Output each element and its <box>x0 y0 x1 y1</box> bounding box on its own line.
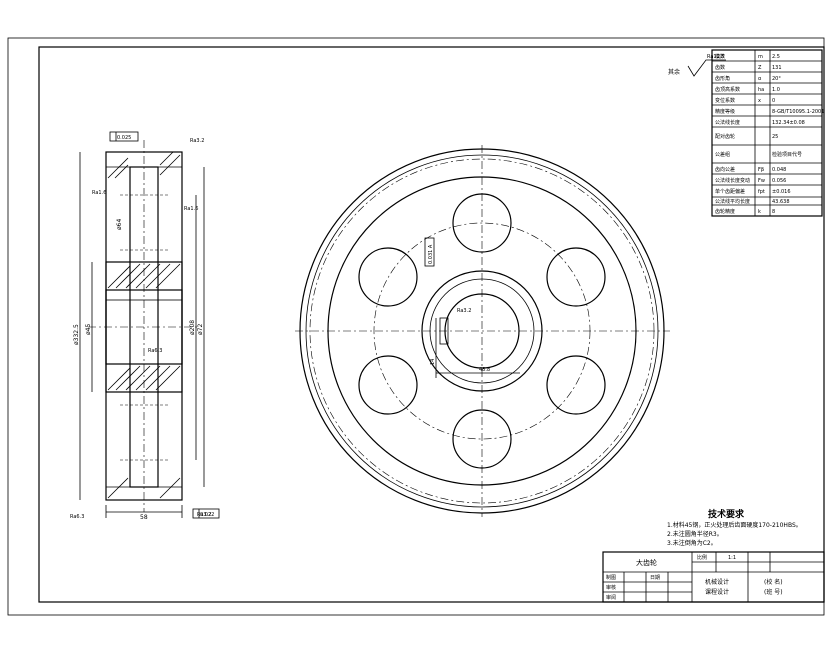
param-row-name: 齿数 <box>715 64 725 71</box>
sheet-inner-border <box>38 46 825 603</box>
param-row-sym: x <box>758 98 761 104</box>
param-row-sym: m <box>758 54 763 60</box>
param-row-sym: fpt <box>758 189 765 195</box>
param-row-val: 检验项目代号 <box>772 151 802 158</box>
ra-side-mid: Ra6.3 <box>148 348 162 354</box>
param-row-name: 模数 <box>715 53 725 60</box>
param-row-sym: k <box>758 209 761 215</box>
param-row-sym: Fw <box>758 178 765 184</box>
title-class: (班 号) <box>764 588 783 596</box>
param-row-name: 精度等级 <box>715 108 735 115</box>
title-checked-label: 审核 <box>606 584 616 591</box>
ra-side-left: Ra1.6 <box>92 190 106 196</box>
notes-title: 技术要求 <box>708 508 745 520</box>
param-row-val: 1.0 <box>772 87 780 93</box>
param-row-name: 公法线平均长度 <box>715 198 750 205</box>
svg-text:0.025: 0.025 <box>117 135 131 141</box>
ra-keyway: Ra3.2 <box>457 308 471 314</box>
param-row-val: 8 <box>772 209 775 215</box>
param-row-name: 配对齿轮 <box>715 133 735 140</box>
param-row-sym: α <box>758 76 762 82</box>
front-view <box>295 145 670 517</box>
param-row-val: 2.5 <box>772 54 780 60</box>
param-row-name: 齿向公差 <box>715 166 735 173</box>
title-course: 机械设计 <box>705 578 729 586</box>
param-row-val: 8-GB/T10095.1-2001 <box>772 109 824 115</box>
title-part-name: 大齿轮 <box>636 558 657 567</box>
dim-hub: ø72 <box>197 324 204 335</box>
dim-keyway: 48.8 <box>479 367 490 373</box>
side-section-view <box>79 140 205 518</box>
title-school: (校 名) <box>764 578 783 586</box>
dim-bore: ø45 <box>85 324 92 335</box>
note-2: 2.未注圆角半径R3。 <box>667 530 723 538</box>
note-3: 3.未注倒角为C2。 <box>667 539 717 547</box>
title-scale-value: 1:1 <box>728 555 736 561</box>
ra-side-right: Ra1.6 <box>184 206 198 212</box>
title-scale-label: 比例 <box>697 554 707 561</box>
svg-text:0.031 A: 0.031 A <box>428 244 434 264</box>
param-row-val: 0 <box>772 98 775 104</box>
roughness-other-label: 其余 <box>668 68 680 76</box>
gear-parameter-table <box>711 49 823 217</box>
param-row-name: 齿轮精度 <box>715 208 735 215</box>
param-row-sym: ha <box>758 87 764 93</box>
title-date-label: 日期 <box>650 575 660 581</box>
dim-hole-circle: ø208 <box>189 320 196 335</box>
note-1: 1.材料45钢，正火处理后齿面硬度170-210HBS。 <box>667 521 802 529</box>
runout-frame-bottom: 0.022 <box>192 508 220 519</box>
param-row-name: 齿顶高系数 <box>715 86 740 93</box>
param-row-val: 25 <box>772 134 778 140</box>
ra-side-top: Ra3.2 <box>190 138 204 144</box>
param-row-sym: Fβ <box>758 167 764 173</box>
ra-side-bottom: Ra6.3 <box>70 514 84 520</box>
param-row-val: 0.056 <box>772 178 786 184</box>
param-row-val: 131 <box>772 65 782 71</box>
ra-side-bottom-right: Ra3.2 <box>197 512 211 518</box>
param-row-name: 公法线长度 <box>715 119 740 126</box>
title-course-sub: 课程设计 <box>705 588 729 596</box>
roughness-other-symbol <box>687 59 726 77</box>
title-approved-label: 审阅 <box>606 594 616 601</box>
param-row-val: 132.34±0.08 <box>772 120 805 126</box>
param-row-val: 20° <box>772 76 781 82</box>
param-row-sym: Z <box>758 65 762 71</box>
symmetry-frame: 0.031 A <box>424 237 435 267</box>
param-row-val: 0.048 <box>772 167 786 173</box>
param-row-name: 齿形角 <box>715 75 730 82</box>
param-row-val: ±0.016 <box>772 189 791 195</box>
runout-frame-top: 0.025 <box>109 131 139 142</box>
param-row-name: 变位系数 <box>715 97 735 104</box>
param-row-val: 43.638 <box>772 199 790 205</box>
roughness-other-value: Ra12.5 <box>707 54 725 60</box>
title-drawn-label: 制图 <box>606 574 616 581</box>
dim-key-width: 14 <box>430 359 436 365</box>
param-row-name: 公法线长度变动 <box>715 177 750 184</box>
param-row-name: 公差组 <box>715 151 730 158</box>
param-row-name: 单个齿距偏差 <box>715 188 745 195</box>
dim-web-holes: ø64 <box>116 219 123 230</box>
svg-text:0.022: 0.022 <box>200 512 214 518</box>
title-block <box>602 551 825 603</box>
dim-tip-diameter: ø332.5 <box>73 324 80 345</box>
dim-face-width: 58 <box>140 514 148 521</box>
